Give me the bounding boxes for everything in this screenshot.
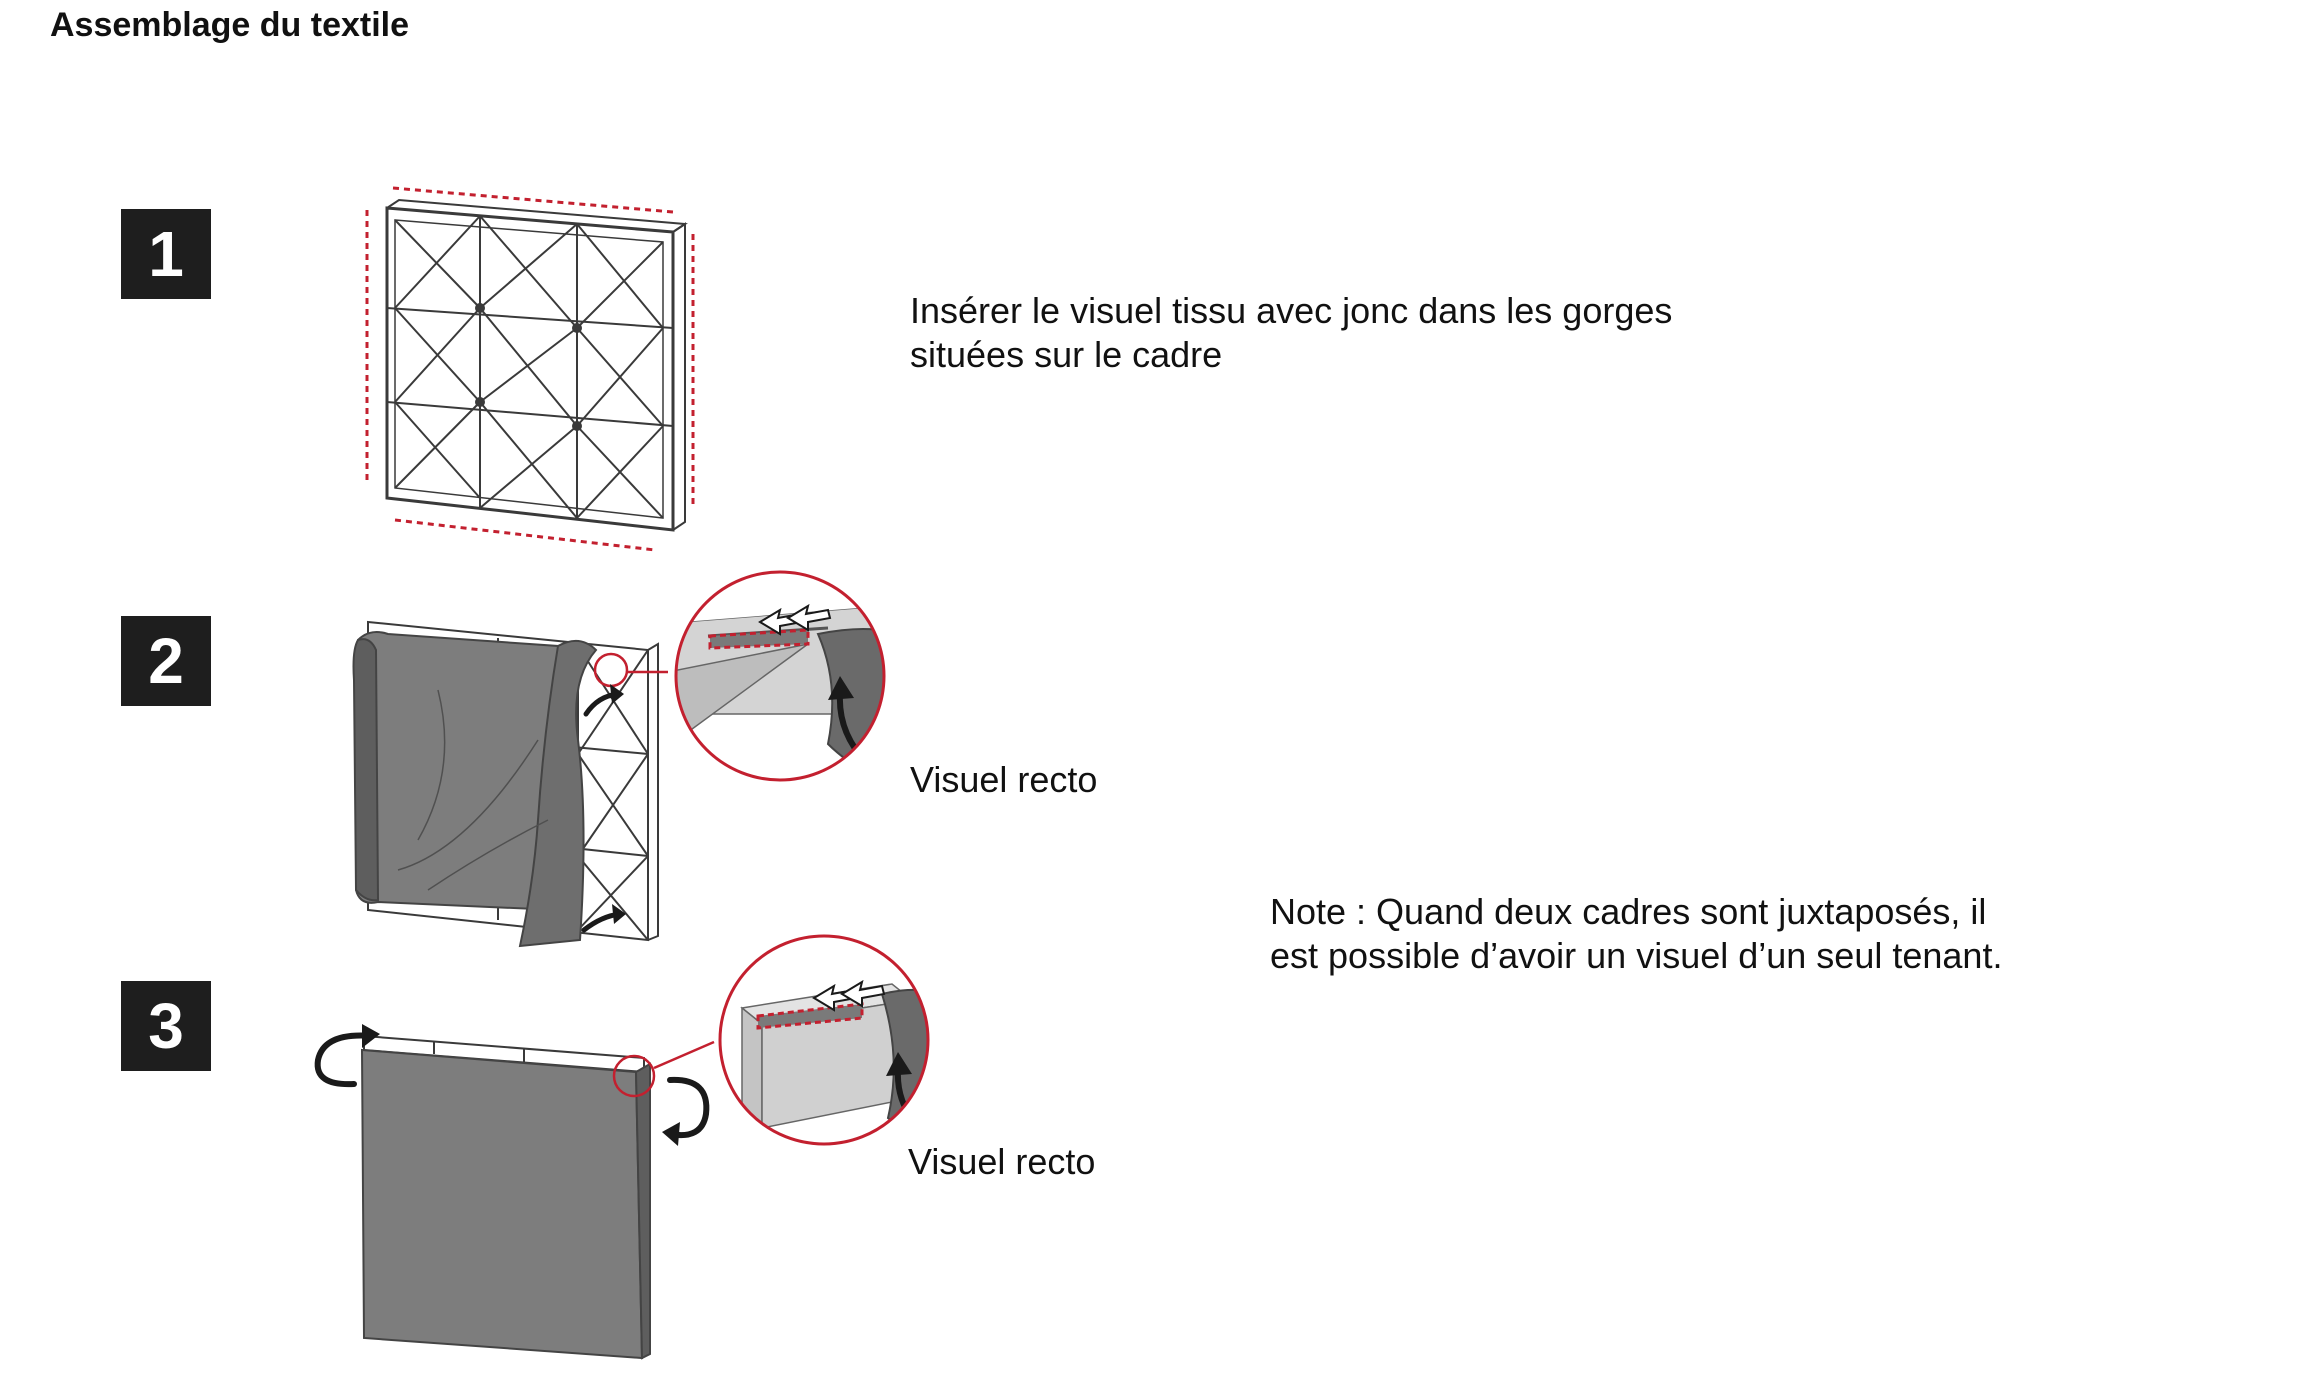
step-3-badge: 3 [121, 981, 211, 1071]
note-line-1: Note : Quand deux cadres sont juxtaposés… [1270, 891, 1987, 932]
magnified-channel-detail-step-3 [718, 934, 930, 1146]
callout-label-step-3: Visuel recto [908, 1141, 1096, 1182]
frame-outline-illustration [365, 186, 695, 552]
step-1-instruction-line-1: Insérer le visuel tissu avec jonc dans l… [910, 290, 1673, 331]
step-1-badge: 1 [121, 209, 211, 299]
page-title: Assemblage du textile [50, 6, 410, 44]
step-2-badge: 2 [121, 616, 211, 706]
juxtaposition-note: Note : Quand deux cadres sont juxtaposés… [1270, 890, 2070, 978]
callout-label-step-2: Visuel recto [910, 759, 1098, 800]
fabric-full-install-illustration [314, 1024, 715, 1360]
note-line-2: est possible d’avoir un visuel d’un seul… [1270, 935, 2003, 976]
magnified-channel-detail-step-2 [674, 570, 886, 782]
fabric-partial-install-illustration [352, 620, 668, 948]
step-1-instruction-line-2: situées sur le cadre [910, 334, 1223, 375]
step-1-instruction: Insérer le visuel tissu avec jonc dans l… [910, 289, 1730, 377]
